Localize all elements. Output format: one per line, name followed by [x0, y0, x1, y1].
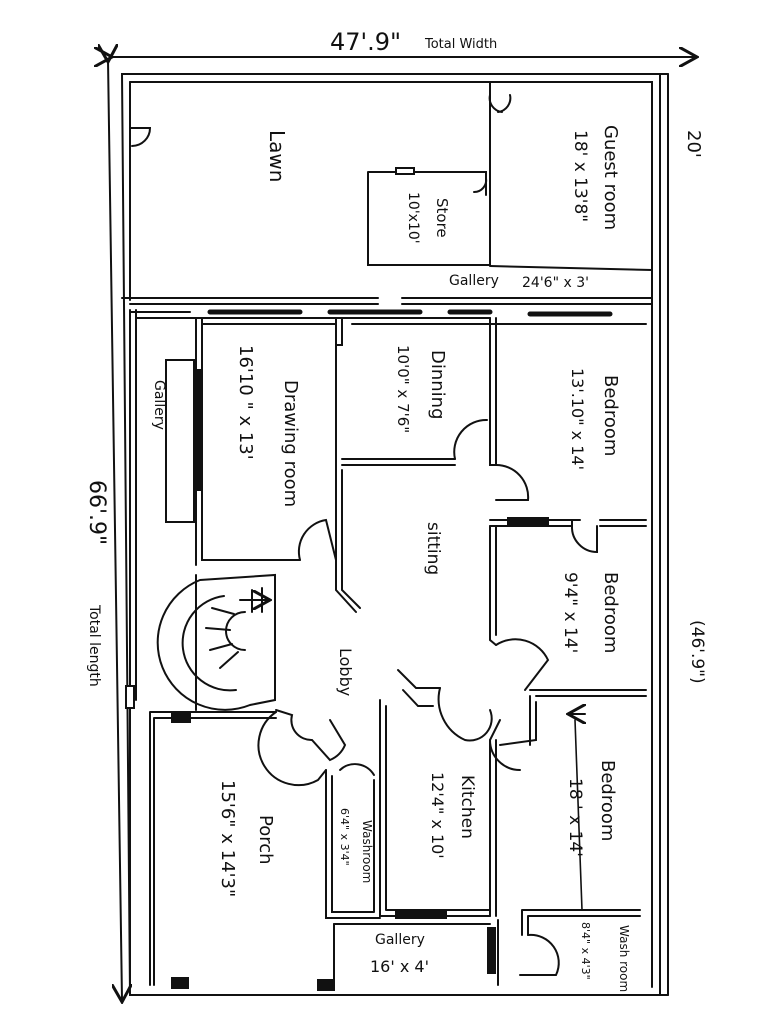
dinning-size: 10'0" x 7'6" — [394, 345, 412, 433]
wash-room-name: Wash room — [617, 925, 631, 992]
total-length-dimension-line — [108, 60, 122, 1000]
staircase — [156, 573, 276, 711]
side-46-value: (46'.9") — [687, 620, 707, 684]
lawn-door — [129, 127, 152, 147]
store-size: 10'x10' — [405, 192, 421, 244]
guest-room-name: Guest room — [600, 125, 621, 230]
bedroom-2-name: Bedroom — [600, 572, 621, 653]
gallery-bottom-name: Gallery — [375, 932, 425, 948]
bedroom-2-walls — [489, 525, 497, 646]
dinning-wall — [335, 344, 456, 613]
gallery-top-name: Gallery — [449, 273, 499, 289]
drawing-room-name: Drawing room — [280, 380, 301, 507]
porch-name: Porch — [255, 815, 276, 865]
drawing-room-size: 16'10 " x 13' — [235, 345, 256, 460]
bedroom-1-size: 13'.10" x 14' — [568, 368, 587, 470]
gallery-left-name: Gallery — [151, 380, 167, 430]
bedroom-3-walls — [499, 695, 537, 746]
porch-walls — [149, 711, 277, 986]
lobby-walls — [297, 518, 337, 561]
bedroom-3-name: Bedroom — [597, 760, 618, 841]
wash-room-size: 8'4" x 4'3" — [579, 922, 592, 980]
side-20-value: 20' — [683, 130, 704, 158]
guest-room-door — [488, 94, 512, 113]
store-walls — [367, 171, 491, 266]
total-width-value: 47'.9" — [330, 28, 401, 56]
kitchen-size: 12'4" x 10' — [428, 772, 447, 859]
gallery-top-size: 24'6" x 3' — [522, 275, 589, 291]
bedroom-1-walls — [489, 317, 647, 466]
total-width-label: Total Width — [424, 37, 497, 52]
guest-room-size: 18' x 13'8" — [570, 130, 590, 222]
left-gallery-box — [165, 359, 195, 523]
porch-size: 15'6" x 14'3" — [217, 780, 238, 897]
total-length-value: 66'.9" — [84, 480, 109, 545]
gallery-bottom-size: 16' x 4' — [370, 957, 429, 976]
washroom-size: 6'4" x 3'4" — [338, 808, 351, 866]
sitting-name: sitting — [423, 522, 443, 575]
wash-room-walls — [521, 909, 641, 936]
kitchen-walls — [379, 769, 491, 917]
washroom-name: Washroom — [360, 820, 374, 883]
outer-wall-inner — [129, 81, 653, 988]
lobby-name: Lobby — [336, 648, 355, 696]
total-length-label: Total length — [86, 604, 102, 687]
bedroom-3-size: 18 ' x 14' — [565, 778, 585, 857]
store-name: Store — [433, 198, 451, 238]
kitchen-name: Kitchen — [457, 775, 477, 839]
washroom-walls — [325, 769, 381, 919]
dinning-name: Dinning — [427, 350, 448, 420]
bedroom-1-name: Bedroom — [600, 375, 621, 456]
lawn-name: Lawn — [265, 130, 289, 182]
bedroom-2-size: 9'4" x 14' — [560, 572, 580, 653]
